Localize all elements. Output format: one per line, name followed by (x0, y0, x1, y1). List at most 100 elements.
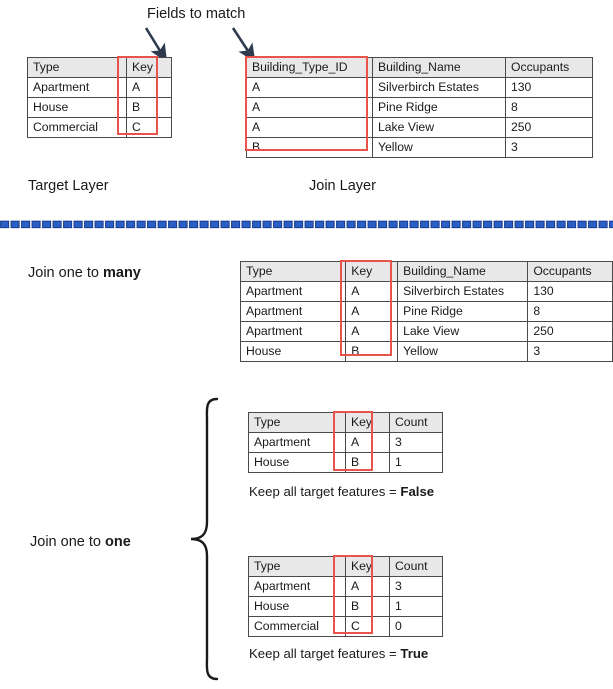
cell-key: C (126, 117, 172, 138)
target-layer-table-wrap: Type Key Apartment A House B Commercial … (27, 57, 172, 138)
table-row: Commercial C (27, 117, 172, 138)
table-row: Commercial C 0 (248, 616, 443, 637)
cell-count: 0 (389, 616, 443, 637)
join-layer-table-wrap: Building_Type_ID Building_Name Occupants… (246, 57, 593, 158)
section-divider (0, 220, 613, 229)
one-to-many-table: Type Key Building_Name Occupants Apartme… (239, 261, 613, 362)
one-to-one-brace (190, 397, 219, 681)
join-one-to-one-emphasis: one (104, 534, 131, 550)
cell-type: House (239, 341, 347, 362)
cell-key: B (345, 452, 390, 473)
cell-type: Apartment (248, 432, 346, 453)
arrow-to-join-key (231, 27, 256, 63)
cell-occupants: 8 (505, 97, 593, 118)
cell-occupants: 8 (527, 301, 613, 322)
column-header-type: Type (239, 261, 347, 282)
cell-type: Apartment (27, 77, 127, 98)
cell-occupants: 3 (505, 137, 593, 158)
keep-false-prefix: Keep all target features = (249, 484, 401, 499)
keep-true-prefix: Keep all target features = (249, 646, 401, 661)
join-one-to-one-label: Join one to one (30, 534, 131, 550)
table-header-row: Type Key Building_Name Occupants (239, 261, 613, 282)
cell-building-type-id: B (246, 137, 373, 158)
one-to-one-true-table: Type Key Count Apartment A 3 House B 1 C… (248, 556, 443, 637)
cell-type: Apartment (239, 321, 347, 342)
cell-building-name: Yellow (372, 137, 506, 158)
table-row: Apartment A Silverbirch Estates 130 (239, 281, 613, 302)
cell-type: Commercial (248, 616, 346, 637)
cell-building-type-id: A (246, 117, 373, 138)
cell-occupants: 250 (527, 321, 613, 342)
table-row: Apartment A (27, 77, 172, 98)
cell-key: A (345, 301, 399, 322)
cell-building-name: Silverbirch Estates (372, 77, 506, 98)
column-header-type: Type (27, 57, 127, 78)
cell-type: Apartment (239, 301, 347, 322)
fields-to-match-label: Fields to match (147, 6, 246, 22)
join-layer-caption: Join Layer (309, 178, 376, 194)
join-layer-table: Building_Type_ID Building_Name Occupants… (246, 57, 593, 158)
cell-building-type-id: A (246, 97, 373, 118)
table-row: Apartment A Pine Ridge 8 (239, 301, 613, 322)
table-header-row: Building_Type_ID Building_Name Occupants (246, 57, 593, 78)
keep-all-target-features-true-label: Keep all target features = True (249, 646, 428, 661)
table-row: Apartment A Lake View 250 (239, 321, 613, 342)
column-header-building-name: Building_Name (397, 261, 529, 282)
table-row: House B 1 (248, 596, 443, 617)
cell-type: House (248, 596, 346, 617)
cell-key: B (345, 596, 390, 617)
cell-key: C (345, 616, 390, 637)
column-header-building-type-id: Building_Type_ID (246, 57, 373, 78)
one-to-one-false-table-wrap: Type Key Count Apartment A 3 House B 1 (248, 412, 443, 473)
join-one-to-many-label: Join one to many (28, 265, 141, 281)
join-one-to-one-prefix: Join one to (30, 534, 105, 550)
column-header-key: Key (345, 261, 399, 282)
column-header-count: Count (389, 412, 443, 433)
cell-key: A (345, 432, 390, 453)
table-row: A Silverbirch Estates 130 (246, 77, 593, 98)
cell-count: 3 (389, 576, 443, 597)
cell-type: Commercial (27, 117, 127, 138)
cell-key: B (345, 341, 399, 362)
table-header-row: Type Key (27, 57, 172, 78)
cell-type: House (248, 452, 346, 473)
table-row: Apartment A 3 (248, 432, 443, 453)
one-to-one-false-table: Type Key Count Apartment A 3 House B 1 (248, 412, 443, 473)
join-one-to-many-emphasis: many (102, 265, 141, 281)
cell-building-name: Pine Ridge (372, 97, 506, 118)
one-to-one-true-table-wrap: Type Key Count Apartment A 3 House B 1 C… (248, 556, 443, 637)
column-header-type: Type (248, 556, 346, 577)
cell-occupants: 250 (505, 117, 593, 138)
column-header-building-name: Building_Name (372, 57, 506, 78)
cell-key: A (345, 281, 399, 302)
table-row: House B Yellow 3 (239, 341, 613, 362)
cell-building-type-id: A (246, 77, 373, 98)
cell-count: 1 (389, 452, 443, 473)
target-layer-table: Type Key Apartment A House B Commercial … (27, 57, 172, 138)
cell-building-name: Pine Ridge (397, 301, 529, 322)
keep-all-target-features-false-label: Keep all target features = False (249, 484, 434, 499)
cell-type: House (27, 97, 127, 118)
column-header-key: Key (126, 57, 172, 78)
column-header-key: Key (345, 412, 390, 433)
table-header-row: Type Key Count (248, 412, 443, 433)
cell-count: 3 (389, 432, 443, 453)
cell-key: A (126, 77, 172, 98)
cell-occupants: 3 (527, 341, 613, 362)
cell-type: Apartment (239, 281, 347, 302)
table-row: A Lake View 250 (246, 117, 593, 138)
table-row: A Pine Ridge 8 (246, 97, 593, 118)
table-row: B Yellow 3 (246, 137, 593, 158)
column-header-type: Type (248, 412, 346, 433)
cell-building-name: Yellow (397, 341, 529, 362)
cell-key: A (345, 576, 390, 597)
target-layer-caption: Target Layer (28, 178, 109, 194)
cell-occupants: 130 (505, 77, 593, 98)
cell-building-name: Lake View (397, 321, 529, 342)
cell-building-name: Silverbirch Estates (397, 281, 529, 302)
one-to-many-table-wrap: Type Key Building_Name Occupants Apartme… (239, 261, 613, 362)
table-row: Apartment A 3 (248, 576, 443, 597)
cell-count: 1 (389, 596, 443, 617)
table-row: House B (27, 97, 172, 118)
